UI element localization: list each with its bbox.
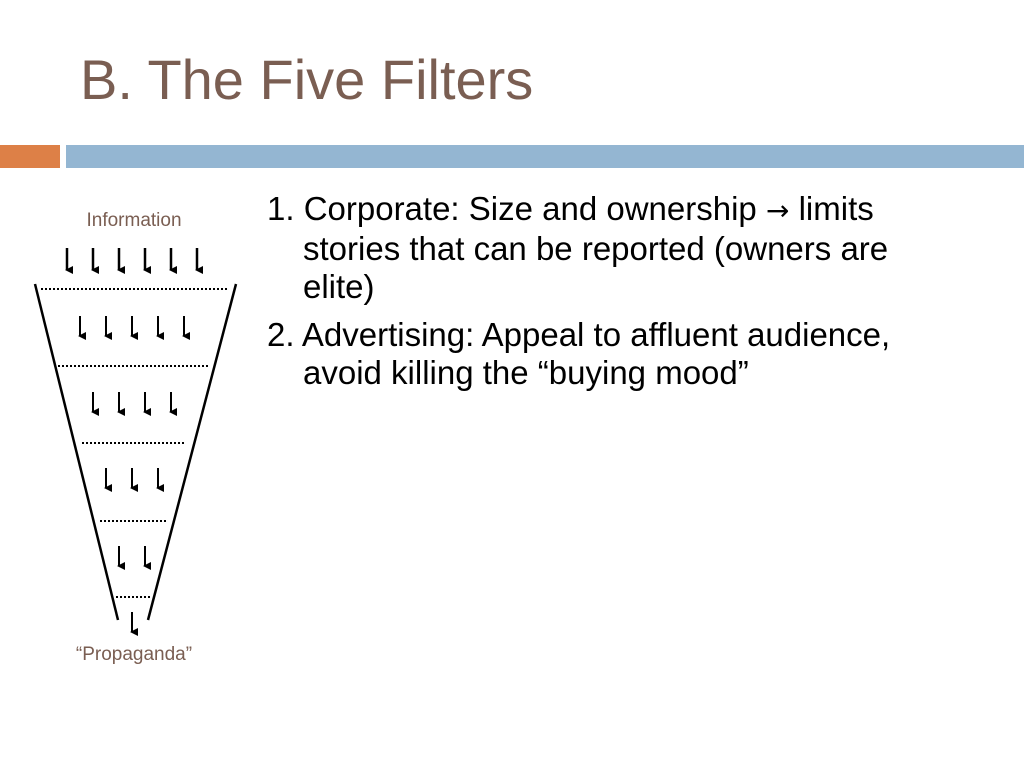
- funnel-graphic: [33, 248, 238, 636]
- funnel-bottom-label: “Propaganda”: [75, 644, 193, 665]
- bullet-text: 1. Corporate: Size and ownership: [267, 190, 766, 227]
- bullet-item-corporate: 1. Corporate: Size and ownership → limit…: [267, 190, 927, 306]
- filter-funnel-diagram: Information “Propaganda”: [0, 200, 270, 700]
- funnel-right-side: [146, 283, 238, 621]
- funnel-left-side: [33, 283, 120, 621]
- bullet-text-continued: limits stories that can be reported (own…: [303, 190, 889, 305]
- accent-bar-orange: [0, 145, 60, 168]
- bullet-list: 1. Corporate: Size and ownership → limit…: [267, 190, 927, 402]
- bullet-text: 2. Advertising: Appeal to affluent audie…: [267, 316, 891, 391]
- accent-bar-blue: [66, 145, 1024, 168]
- slide-title: B. The Five Filters: [80, 48, 534, 111]
- right-arrow-icon: →: [765, 194, 790, 227]
- funnel-top-label: Information: [86, 210, 182, 231]
- bullet-item-advertising: 2. Advertising: Appeal to affluent audie…: [267, 316, 927, 392]
